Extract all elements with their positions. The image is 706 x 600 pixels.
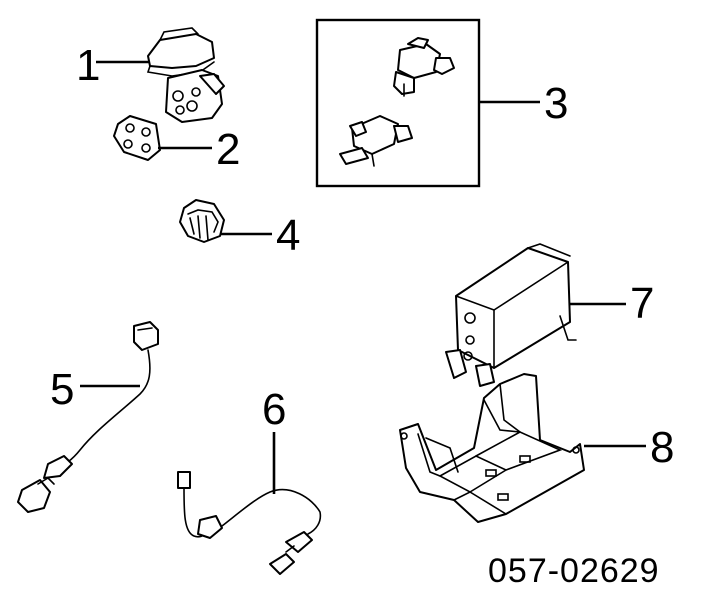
callout-5: 5: [50, 365, 74, 414]
callout-6: 6: [262, 385, 286, 434]
part-4-grommet: [179, 199, 225, 243]
part-3-valve-upper: [393, 37, 455, 97]
part-7-canister: [445, 243, 577, 387]
part-1-egr-valve: [146, 27, 225, 123]
callout-1: 1: [76, 41, 100, 90]
part-2-gasket: [113, 115, 161, 161]
callout-2: 2: [216, 125, 240, 174]
diagram-reference-code: 057-02629: [488, 552, 660, 590]
callout-7: 7: [630, 279, 654, 328]
callout-8: 8: [650, 423, 674, 472]
callout-3: 3: [544, 79, 568, 128]
part-6-oxygen-sensor: [177, 471, 322, 575]
part-3-valve-lower: [339, 115, 413, 167]
part-3-group-box: [315, 18, 481, 188]
part-8-bracket: [399, 373, 585, 523]
callout-4: 4: [276, 211, 300, 260]
part-5-oxygen-sensor: [17, 321, 159, 513]
